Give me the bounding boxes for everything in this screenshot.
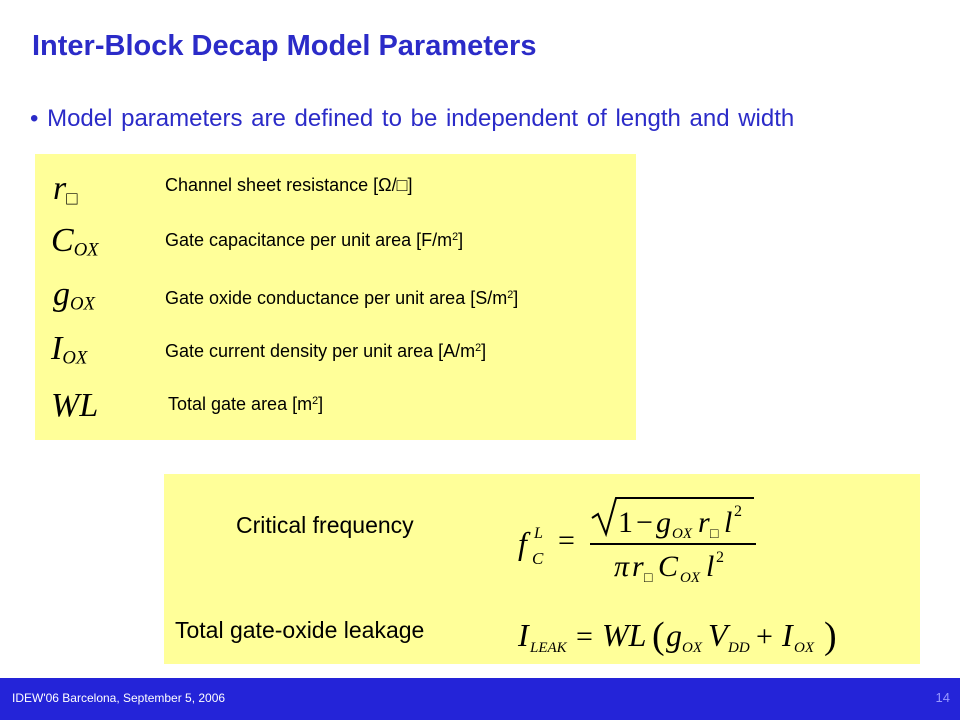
svg-text:V: V (708, 617, 731, 653)
svg-text:r: r (698, 506, 710, 539)
svg-text:I: I (781, 617, 794, 653)
symbol-r-sheet: r□ (53, 170, 78, 210)
svg-text:r: r (632, 550, 644, 583)
footer-conference: IDEW'06 Barcelona, September 5, 2006 (12, 691, 226, 705)
svg-text:DD: DD (727, 640, 750, 656)
svg-text:π: π (614, 550, 630, 583)
svg-text:OX: OX (794, 640, 815, 656)
svg-text:l: l (706, 550, 714, 583)
param-desc-gate-area: Total gate area [m2] (168, 394, 324, 414)
svg-text:−: − (636, 506, 653, 539)
svg-text:I: I (517, 617, 530, 653)
svg-text:WL: WL (602, 617, 646, 653)
svg-text:1: 1 (618, 506, 633, 539)
symbol-cox: COX (51, 222, 99, 261)
svg-text:□: □ (644, 571, 653, 586)
param-desc-current-density: Gate current density per unit area [A/m2… (165, 341, 487, 361)
total-leakage-label: Total gate-oxide leakage (175, 617, 425, 643)
param-desc-gate-capacitance: Gate capacitance per unit area [F/m2] (165, 230, 464, 250)
footer-bar: IDEW'06 Barcelona, September 5, 2006 14 (0, 678, 960, 720)
svg-text:l: l (724, 506, 732, 539)
symbol-iox: IOX (51, 330, 88, 369)
svg-text:=: = (558, 524, 575, 557)
svg-text:C: C (532, 549, 544, 568)
svg-text:OX: OX (672, 526, 693, 542)
param-desc-oxide-conductance: Gate oxide conductance per unit area [S/… (165, 288, 519, 308)
svg-text:□: □ (710, 527, 719, 542)
page-number: 14 (935, 690, 950, 705)
svg-text:2: 2 (734, 503, 742, 520)
equation-panel: Critical frequency f C L = 1 − g OX r □ … (164, 474, 920, 664)
svg-text:+: + (756, 620, 773, 653)
critical-frequency-formula: f C L = 1 − g OX r □ l 2 π r □ C OX l 2 (518, 497, 756, 586)
svg-text:C: C (658, 550, 679, 583)
svg-text:OX: OX (680, 570, 701, 586)
svg-text:): ) (824, 615, 837, 657)
svg-text:f: f (518, 525, 531, 561)
svg-text:LEAK: LEAK (529, 640, 568, 656)
svg-text:=: = (576, 620, 593, 653)
slide-title: Inter-Block Decap Model Parameters (32, 30, 537, 62)
svg-text:(: ( (652, 615, 665, 657)
svg-text:L: L (533, 525, 543, 542)
svg-text:g: g (656, 506, 671, 539)
symbol-wl: WL (51, 387, 99, 424)
parameter-panel: r□ Channel sheet resistance [Ω/□] COX Ga… (35, 154, 636, 440)
svg-text:2: 2 (716, 549, 724, 566)
svg-text:OX: OX (682, 640, 703, 656)
svg-text:g: g (666, 617, 682, 653)
param-desc-sheet-resistance: Channel sheet resistance [Ω/□] (165, 175, 413, 195)
symbol-gox: gOX (53, 276, 95, 315)
critical-frequency-label: Critical frequency (236, 512, 414, 538)
bullet-point: • Model parameters are defined to be ind… (30, 105, 795, 132)
leakage-formula: I LEAK = WL ( g OX V DD + I OX ) (517, 615, 837, 657)
